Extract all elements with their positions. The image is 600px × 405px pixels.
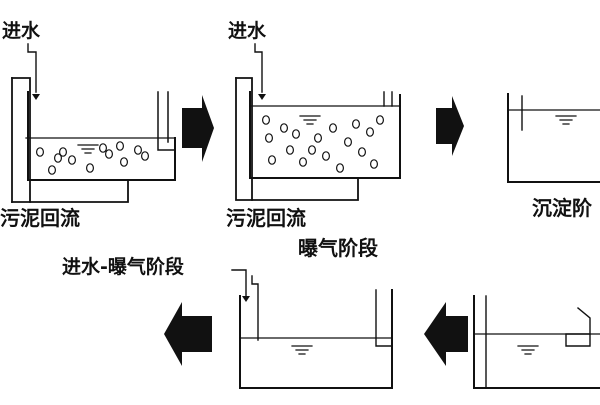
arrow-left-1 [164, 302, 212, 366]
tank-5 [473, 295, 600, 389]
tank-2-bubbles [262, 115, 385, 173]
return-label-2: 污泥回流 [226, 206, 306, 230]
tank-1-bubbles [35, 141, 150, 175]
tank-3 [507, 93, 600, 183]
arrow-right-1 [182, 95, 214, 162]
stage-label-aeration: 曝气阶段 [298, 236, 378, 260]
inlet-label-1: 进水 [2, 20, 41, 42]
inlet-line [231, 269, 247, 297]
inlet-arrowhead-1 [32, 94, 40, 100]
arrow-left-2 [424, 302, 468, 366]
return-label-1: 污泥回流 [0, 206, 80, 230]
inlet-arrowhead-3 [242, 296, 250, 302]
stage-label-settling: 沉淀阶 [532, 196, 592, 220]
tank-4 [239, 275, 393, 389]
tank-2 [235, 43, 401, 201]
stage-label-fill-aerate: 进水-曝气阶段 [62, 256, 184, 278]
inlet-arrowhead-2 [258, 94, 266, 100]
inlet-label-2: 进水 [228, 20, 267, 42]
tank-1 [11, 43, 176, 203]
arrow-right-2 [436, 96, 464, 156]
